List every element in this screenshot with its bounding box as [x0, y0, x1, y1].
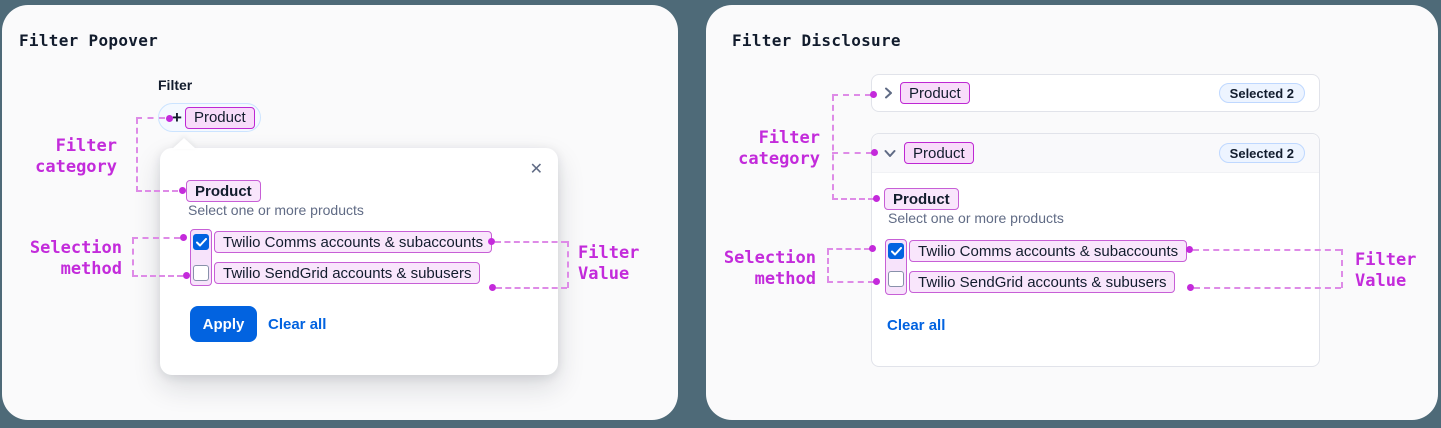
category-chip: Product — [904, 142, 974, 164]
connector-dot — [489, 284, 496, 291]
connector-dot — [873, 278, 880, 285]
connector-line — [136, 118, 138, 192]
option-label-1-text: Twilio Comms accounts & subaccounts — [223, 233, 484, 251]
connector-line — [1193, 249, 1341, 251]
clear-all-link[interactable]: Clear all — [268, 316, 327, 333]
clear-all-link[interactable]: Clear all — [887, 317, 946, 334]
category-chip: Product — [900, 82, 970, 104]
connector-line — [827, 281, 874, 283]
connector-dot — [488, 238, 495, 245]
selected-count-badge: Selected 2 — [1218, 143, 1305, 163]
connector-line — [136, 190, 178, 192]
connector-line — [567, 241, 569, 288]
connector-dot — [873, 195, 880, 202]
connector-line — [832, 94, 871, 96]
connector-line — [496, 287, 567, 289]
plus-icon: + — [172, 107, 182, 127]
connector-dot — [1187, 284, 1194, 291]
connector-line — [495, 241, 567, 243]
connector-line — [132, 238, 134, 276]
disclosure-row-collapsed[interactable]: Product Selected 2 — [871, 74, 1320, 112]
connector-dot — [183, 272, 190, 279]
option-label-1-text: Twilio Comms accounts & subaccounts — [918, 242, 1179, 260]
connector-line — [832, 95, 834, 200]
check-icon — [890, 246, 902, 255]
connector-line — [136, 117, 165, 119]
option-label-2[interactable]: Twilio SendGrid accounts & subusers — [909, 271, 1176, 293]
annotation-selection-method: Selection method — [29, 238, 123, 279]
category-label-text: Product — [195, 182, 252, 200]
option-label-2-text: Twilio SendGrid accounts & subusers — [918, 273, 1167, 291]
chevron-down-icon — [884, 149, 896, 157]
checkbox-option-1[interactable] — [888, 243, 904, 259]
connector-dot — [166, 115, 173, 122]
connector-line — [832, 198, 874, 200]
checkbox-option-2[interactable] — [888, 271, 904, 287]
filter-popover-card: Filter Popover Filter + Product ✕ Produc… — [2, 5, 678, 420]
close-icon[interactable]: ✕ — [529, 161, 543, 178]
connector-dot — [180, 234, 187, 241]
category-label-text: Product — [893, 190, 950, 208]
annotation-filter-category: Filter category — [738, 128, 821, 169]
chevron-right-icon — [884, 87, 892, 99]
checkbox-option-2[interactable] — [193, 265, 209, 281]
connector-dot — [871, 149, 878, 156]
connector-line — [132, 275, 183, 277]
annotation-filter-category: Filter category — [35, 136, 118, 177]
connector-line — [827, 249, 829, 282]
option-label-1[interactable]: Twilio Comms accounts & subaccounts — [214, 231, 493, 253]
connector-line — [132, 237, 180, 239]
annotation-filter-value: Filter Value — [578, 243, 640, 284]
disclosure-row-expanded[interactable]: Product Selected 2 — [872, 134, 1319, 173]
popover-caret — [172, 138, 196, 149]
connector-line — [1341, 249, 1343, 288]
helper-text: Select one or more products — [888, 210, 1064, 226]
connector-line — [827, 248, 870, 250]
selected-count-badge: Selected 2 — [1218, 83, 1305, 103]
annotation-filter-value: Filter Value — [1355, 250, 1417, 291]
connector-dot — [869, 245, 876, 252]
option-label-2[interactable]: Twilio SendGrid accounts & subusers — [214, 262, 481, 284]
annotation-selection-method: Selection method — [723, 248, 817, 289]
category-label: Product — [884, 188, 959, 210]
check-icon — [195, 237, 207, 246]
checkbox-option-1[interactable] — [193, 234, 209, 250]
connector-dot — [179, 187, 186, 194]
filter-popover: ✕ Product Select one or more products Tw… — [160, 148, 558, 375]
option-label-2-text: Twilio SendGrid accounts & subusers — [223, 264, 472, 282]
option-label-1[interactable]: Twilio Comms accounts & subaccounts — [909, 240, 1188, 262]
connector-dot — [870, 91, 877, 98]
connector-line — [1194, 287, 1341, 289]
category-label: Product — [186, 180, 261, 202]
filter-disclosure-card: Filter Disclosure Product Selected 2 Pro… — [706, 5, 1438, 420]
panel-title: Filter Disclosure — [732, 31, 901, 50]
connector-dot — [1186, 246, 1193, 253]
apply-button[interactable]: Apply — [190, 306, 257, 342]
connector-line — [832, 152, 872, 154]
add-filter-button[interactable]: + Product — [158, 103, 261, 132]
helper-text: Select one or more products — [188, 202, 364, 218]
filter-chip-product[interactable]: Product — [184, 106, 255, 129]
filter-heading: Filter — [158, 77, 193, 93]
panel-title: Filter Popover — [19, 31, 159, 50]
